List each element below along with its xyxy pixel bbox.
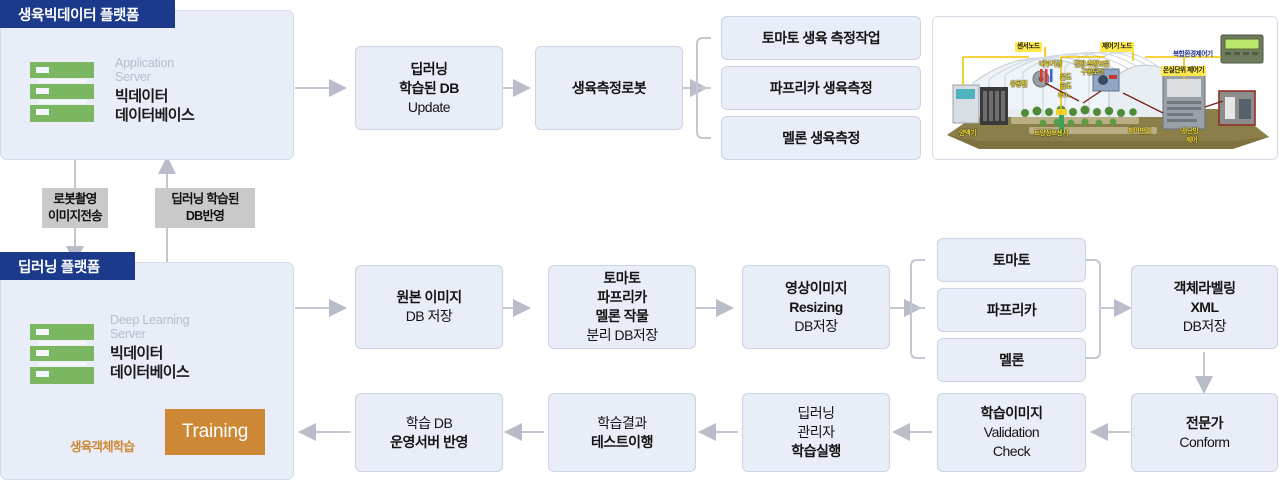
process-label: 토마토	[992, 251, 1031, 268]
process-crop-tomato[interactable]: 토마토	[937, 238, 1086, 282]
process-label: 학습 DB 운영서버 반영	[390, 414, 468, 450]
process-label: 학습결과 테스트이행	[591, 414, 653, 450]
greenhouse-label: 구동모터	[1081, 69, 1104, 76]
greenhouse-label: 토양정보센서	[1034, 130, 1068, 137]
greenhouse-label: 유동팬	[1010, 81, 1027, 88]
greenhouse-label: 센서노드	[1015, 42, 1042, 52]
process-paprika-measure[interactable]: 파프리카 생육측정	[721, 66, 921, 110]
process-train-result-test[interactable]: 학습결과 테스트이행	[548, 393, 696, 472]
training-loop-label: 생육객체학습	[70, 440, 135, 454]
process-label: 영상이미지 Resizing DB저장	[785, 279, 847, 334]
process-label: 객체라벨링 XML DB저장	[1173, 279, 1236, 334]
process-growth-measure-robot[interactable]: 생육측정로봇	[535, 46, 683, 130]
process-object-labeling-xml[interactable]: 객체라벨링 XML DB저장	[1131, 265, 1278, 349]
bigdata-server-name: 빅데이터 데이터베이스	[115, 88, 195, 124]
greenhouse-label: 천장.측창보온	[1074, 61, 1110, 68]
process-label: 원본 이미지 DB 저장	[396, 289, 462, 324]
process-dl-db-update[interactable]: 딥러닝 학습된 DB Update	[355, 46, 503, 130]
process-tomato-measure-task[interactable]: 토마토 생육 측정작업	[721, 16, 921, 60]
greenhouse-label: 온도	[1060, 74, 1072, 81]
deeplearning-server-text: Deep Learning Server 빅데이터 데이터베이스	[110, 313, 285, 382]
bigdata-server-caption: Application Server	[115, 56, 174, 84]
process-crop-split-db[interactable]: 토마토 파프리카 멜론 작물 분리 DB저장	[548, 265, 696, 349]
process-source-image-db[interactable]: 원본 이미지 DB 저장	[355, 265, 503, 349]
panel-title-bigdata-platform: 생육빅데이터 플랫폼	[0, 0, 175, 28]
process-label: 멜론 생육측정	[782, 129, 860, 146]
process-label: 딥러닝 학습된 DB Update	[399, 60, 459, 115]
process-label: 학습이미지 Validation Check	[980, 405, 1043, 459]
panel-title-deeplearning-platform: 딥러닝 플랫폼	[0, 252, 135, 280]
process-label: 파프리카 생육측정	[769, 79, 873, 96]
process-melon-measure[interactable]: 멜론 생육측정	[721, 116, 921, 160]
greenhouse-label: 냉/난방	[1180, 128, 1199, 135]
greenhouse-label: 내부기상	[1039, 61, 1062, 68]
server-rack-icon	[26, 318, 98, 390]
process-label: 토마토 파프리카 멜론 작물 분리 DB저장	[586, 270, 658, 343]
deeplearning-server-caption: Deep Learning Server	[110, 313, 190, 341]
bigdata-server-text: Application Server 빅데이터 데이터베이스	[115, 56, 280, 125]
process-image-resizing-db[interactable]: 영상이미지 Resizing DB저장	[742, 265, 890, 349]
greenhouse-label: CO₂	[1058, 92, 1070, 99]
training-box[interactable]: Training	[165, 409, 265, 455]
deeplearning-server-name: 빅데이터 데이터베이스	[110, 345, 190, 381]
process-label: 딥러닝 관리자 학습실행	[791, 405, 841, 459]
process-label: 멜론	[999, 351, 1024, 368]
greenhouse-label: 제어판넬	[1128, 128, 1151, 135]
server-rack-icon	[26, 56, 98, 128]
greenhouse-label: 제어기 노드	[1100, 42, 1134, 52]
edge-label-db-reflect: 딥러닝 학습된 DB반영	[155, 188, 255, 228]
process-training-image-validation[interactable]: 학습이미지 Validation Check	[937, 393, 1086, 472]
process-label: 생육측정로봇	[571, 79, 647, 96]
greenhouse-label: 온실단위 제어기	[1161, 66, 1207, 76]
greenhouse-label: 습도	[1060, 83, 1072, 90]
process-label: 토마토 생육 측정작업	[761, 29, 881, 46]
greenhouse-label: 복합환경제어기	[1173, 51, 1213, 58]
process-crop-paprika[interactable]: 파프리카	[937, 288, 1086, 332]
greenhouse-label: 양액기	[959, 130, 976, 137]
process-dl-manager-train-run[interactable]: 딥러닝 관리자 학습실행	[742, 393, 890, 472]
process-label: 전문가 Conform	[1179, 414, 1230, 450]
edge-label-robot-capture: 로봇촬영 이미지전송	[42, 188, 108, 228]
process-train-db-to-server[interactable]: 학습 DB 운영서버 반영	[355, 393, 503, 472]
process-expert-conform[interactable]: 전문가 Conform	[1131, 393, 1278, 472]
process-label: 파프리카	[986, 301, 1037, 318]
greenhouse-label: 제어	[1186, 137, 1198, 144]
process-crop-melon[interactable]: 멜론	[937, 338, 1086, 382]
